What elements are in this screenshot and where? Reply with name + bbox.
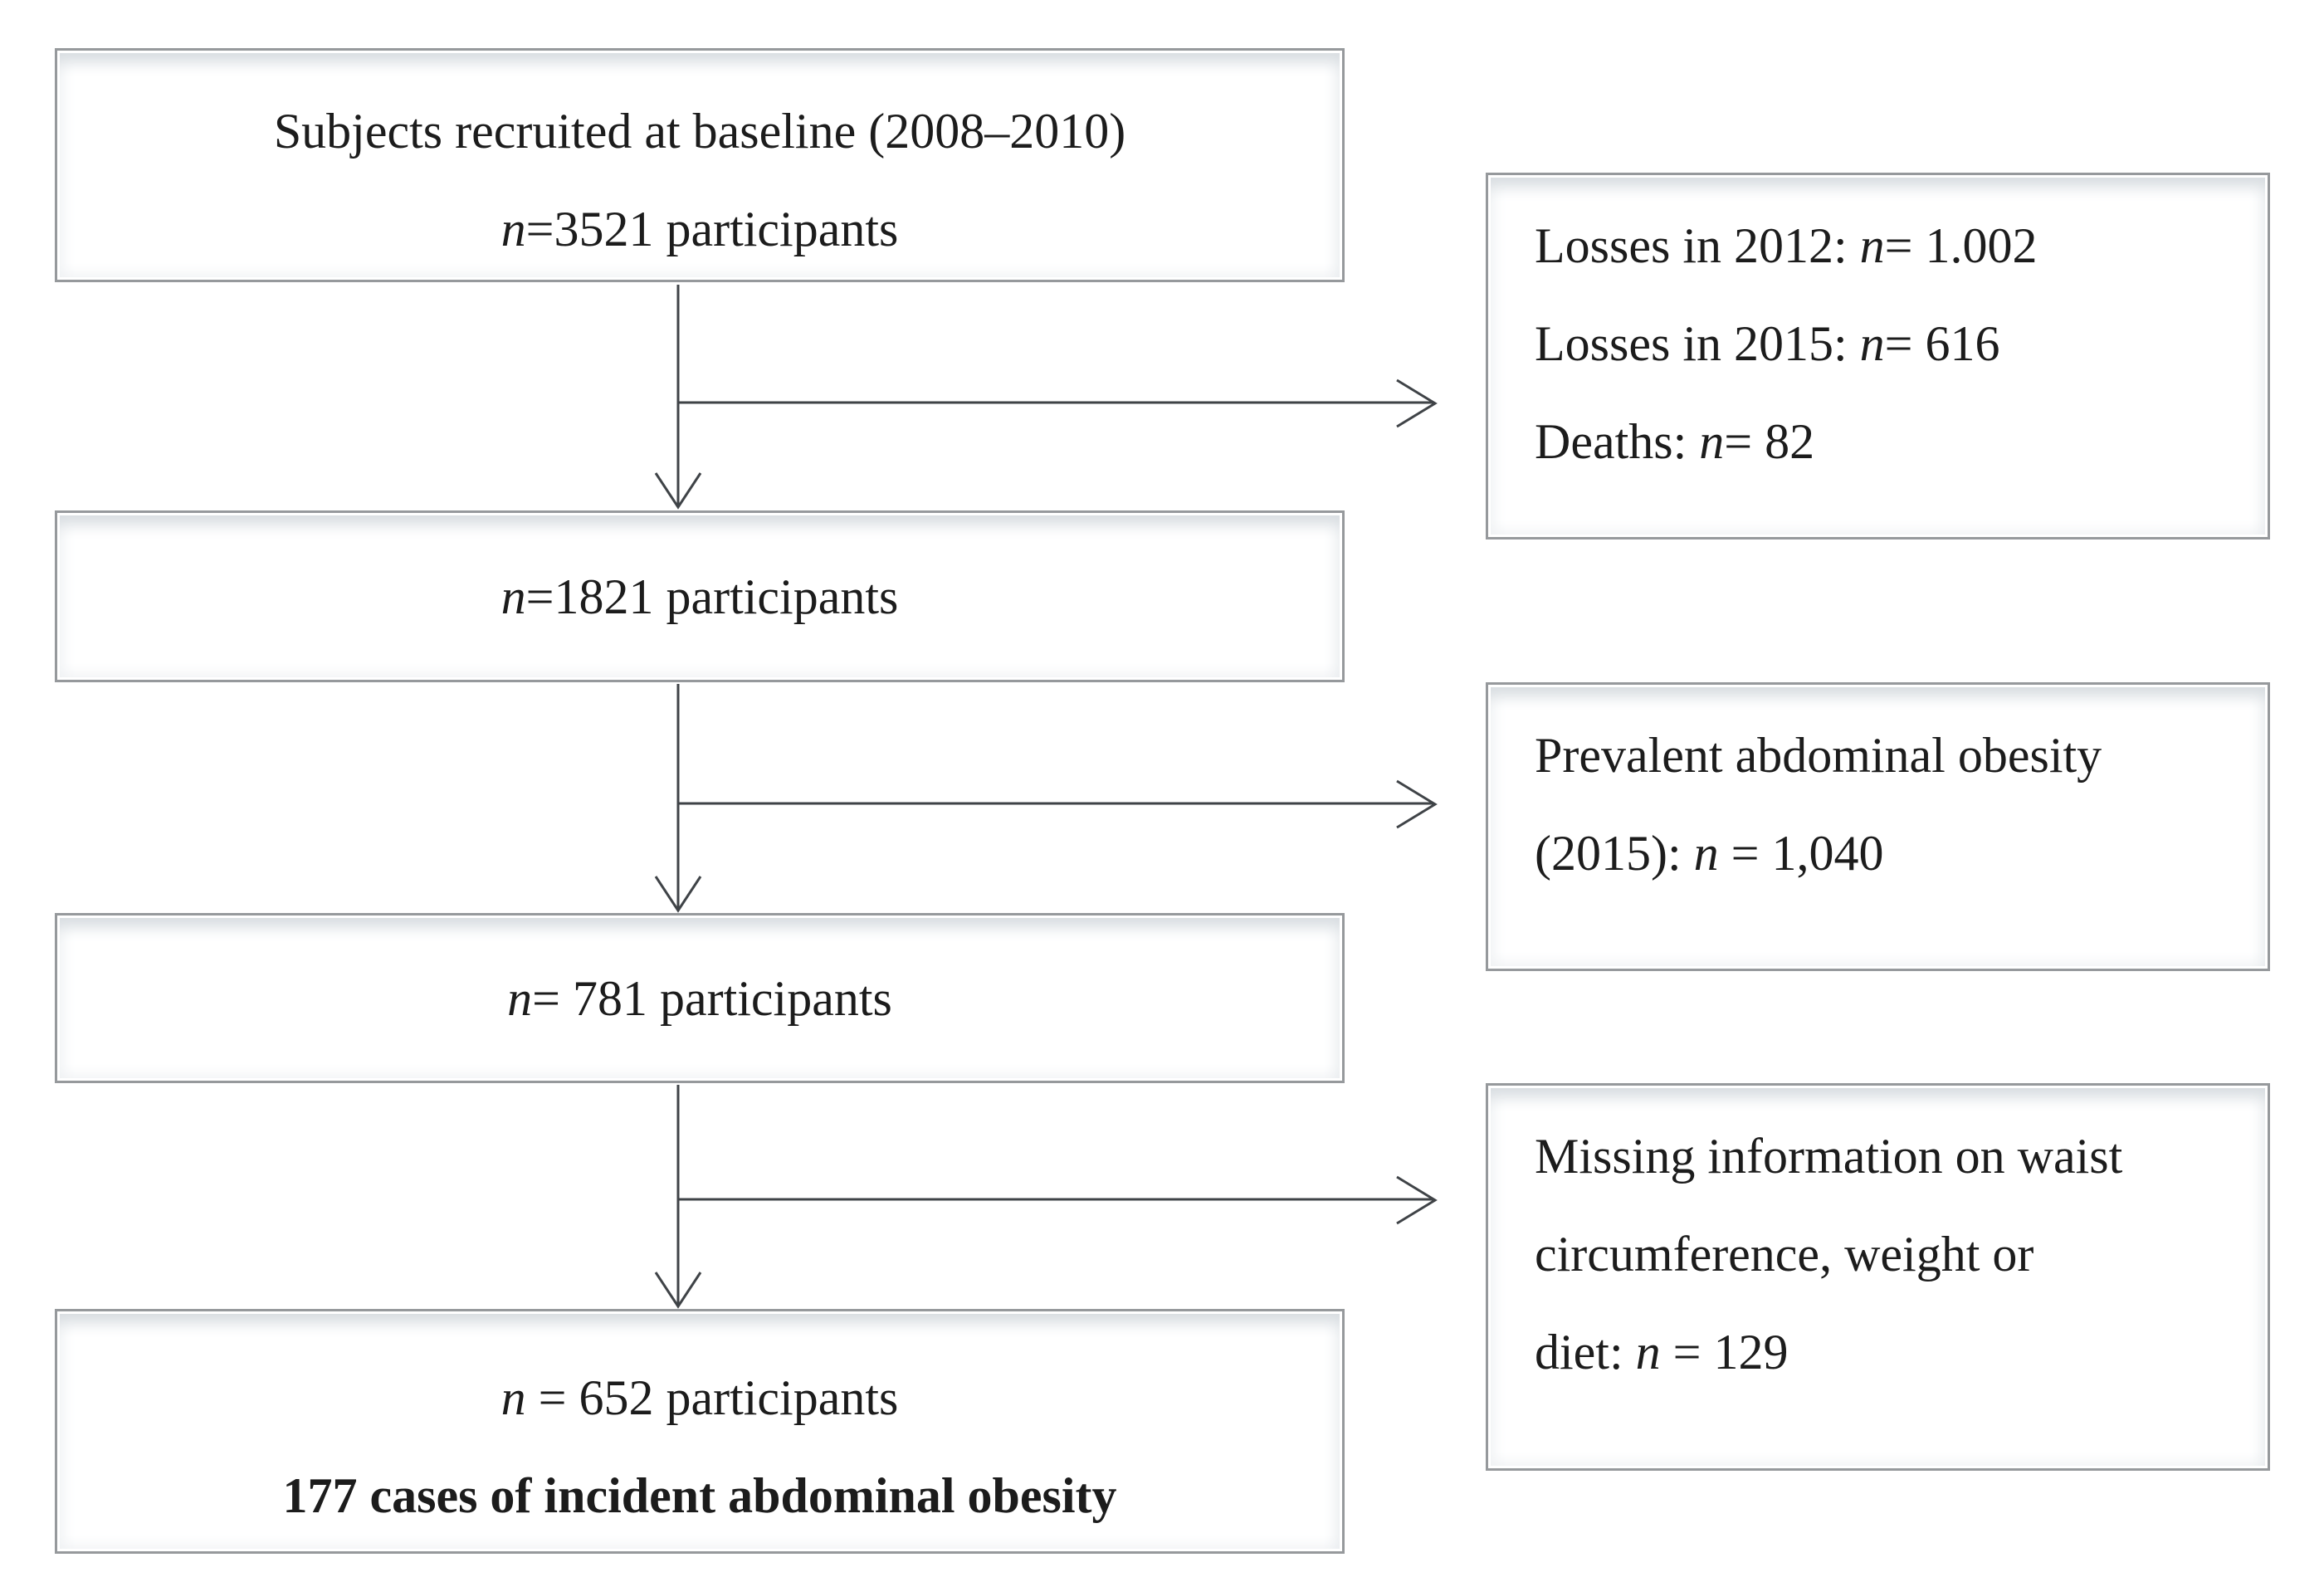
n-italic: n xyxy=(500,569,526,624)
arrowhead-right-3 xyxy=(1396,1175,1438,1225)
box-losses-and-deaths: Losses in 2012: n= 1.002 Losses in 2015:… xyxy=(1486,173,2270,540)
box-after-prevalent-exclusion-line-1: n= 781 participants xyxy=(507,970,892,1026)
box-final-sample-line-1: n = 652 participants xyxy=(500,1370,899,1425)
box-prevalent-abdominal-obesity-line-1: Prevalent abdominal obesity xyxy=(1535,728,2102,783)
box-losses-and-deaths-line-2: Losses in 2015: n= 616 xyxy=(1535,316,2000,371)
box-after-losses: n=1821 participants xyxy=(55,510,1345,682)
n-italic: n xyxy=(1693,826,1719,881)
box-missing-information-line-1: Missing information on waist xyxy=(1535,1129,2123,1184)
box-subjects-recruited-line-1: Subjects recruited at baseline (2008–201… xyxy=(273,104,1126,159)
arrowhead-down-1 xyxy=(654,472,702,510)
box-losses-and-deaths-line-3: Deaths: n= 82 xyxy=(1535,414,1815,469)
n-italic: n xyxy=(1699,414,1725,469)
n-italic: n xyxy=(1635,1325,1661,1379)
box-final-sample-line-2: 177 cases of incident abdominal obesity xyxy=(282,1467,1117,1523)
box-prevalent-abdominal-obesity-line-2: (2015): n = 1,040 xyxy=(1535,826,1884,881)
arrowhead-right-1 xyxy=(1396,378,1438,428)
arrowhead-right-2 xyxy=(1396,779,1438,829)
box-subjects-recruited-line-2: n=3521 participants xyxy=(500,202,899,256)
box-subjects-recruited: Subjects recruited at baseline (2008–201… xyxy=(55,48,1345,282)
box-after-losses-line-1: n=1821 participants xyxy=(500,569,899,624)
box-losses-and-deaths-line-1: Losses in 2012: n= 1.002 xyxy=(1535,218,2038,273)
arrowhead-down-2 xyxy=(654,876,702,913)
n-italic: n xyxy=(500,1370,526,1425)
arrowhead-down-3 xyxy=(654,1272,702,1309)
box-missing-information: Missing information on waist circumferen… xyxy=(1486,1083,2270,1471)
box-missing-information-line-2: circumference, weight or xyxy=(1535,1227,2034,1282)
n-italic: n xyxy=(507,970,533,1026)
n-italic: n xyxy=(1859,316,1885,371)
box-missing-information-line-3: diet: n = 129 xyxy=(1535,1325,1789,1379)
n-italic: n xyxy=(1859,218,1885,273)
box-prevalent-abdominal-obesity: Prevalent abdominal obesity (2015): n = … xyxy=(1486,682,2270,971)
n-italic: n xyxy=(500,202,526,256)
box-after-prevalent-exclusion: n= 781 participants xyxy=(55,913,1345,1083)
box-final-sample: n = 652 participants 177 cases of incide… xyxy=(55,1309,1345,1554)
